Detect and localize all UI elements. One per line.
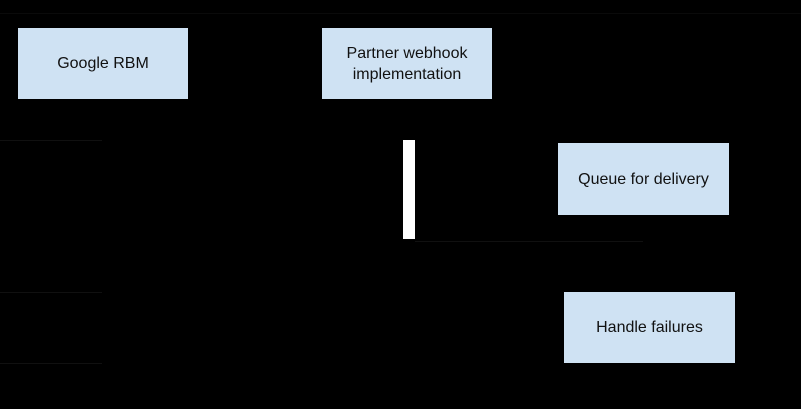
node-handle-failures: Handle failures — [564, 292, 735, 363]
node-handle-failures-label: Handle failures — [596, 319, 703, 336]
node-partner-webhook: Partner webhook implementation — [322, 28, 492, 99]
faint-arrow-line-2 — [415, 241, 643, 242]
activation-bar — [403, 140, 415, 239]
faint-top-rule — [0, 13, 801, 14]
node-google-rbm-label: Google RBM — [57, 55, 149, 72]
faint-arrow-line-3 — [0, 292, 102, 293]
node-google-rbm: Google RBM — [18, 28, 188, 99]
node-queue-for-delivery: Queue for delivery — [558, 143, 729, 215]
faint-arrow-line-1 — [0, 140, 102, 141]
node-queue-for-delivery-label: Queue for delivery — [578, 170, 709, 188]
faint-arrow-line-4 — [0, 363, 102, 364]
node-partner-webhook-label: Partner webhook implementation — [346, 44, 468, 83]
